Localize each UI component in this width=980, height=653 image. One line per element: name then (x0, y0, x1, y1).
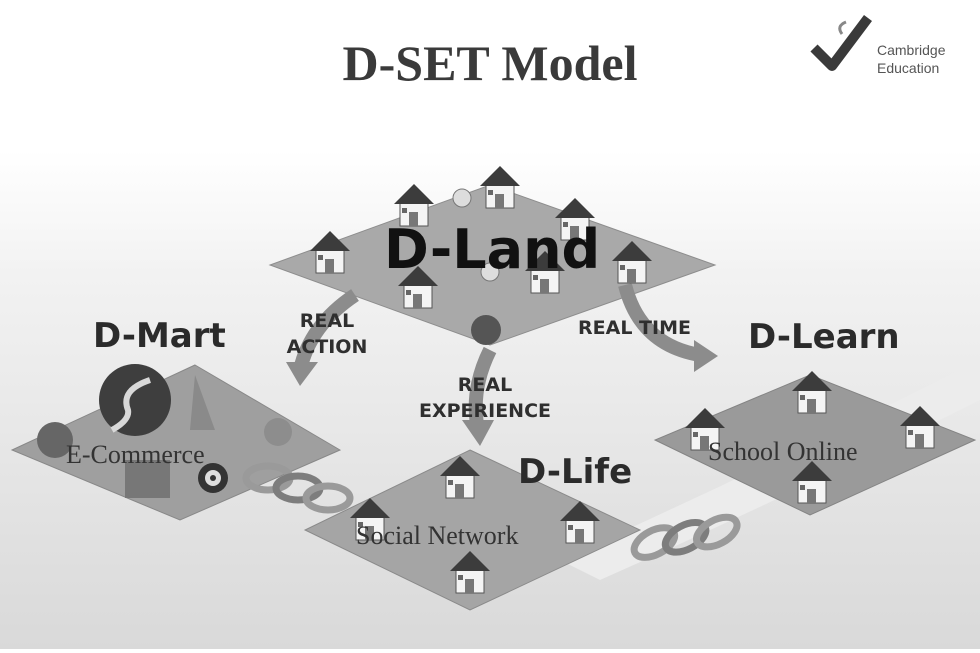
logo-line1: Cambridge (877, 42, 946, 58)
logo-line2: Education (877, 60, 940, 76)
dlearn-label: D-Learn (748, 317, 900, 357)
dlife-caption: Social Network (356, 521, 519, 550)
page-title: D-SET Model (342, 35, 638, 91)
tree-icon (452, 188, 472, 208)
dland-label: D-Land (384, 218, 601, 281)
dmart-plate (10, 364, 342, 521)
real-experience-line1: REAL (457, 374, 513, 396)
real-time-label: REAL TIME (578, 317, 691, 339)
dmart-caption: E-Commerce (66, 440, 205, 469)
real-experience-line2: EXPERIENCE (418, 400, 552, 422)
flash-logo-icon (99, 364, 171, 436)
dlife-label: D-Life (518, 452, 633, 492)
cambridge-education-logo: Cambridge Education (806, 12, 976, 82)
dlife-plate (303, 449, 642, 611)
character-icon (264, 418, 292, 446)
dmart-label: D-Mart (93, 316, 226, 356)
checkmark-logo-icon (810, 15, 872, 71)
trophy-icon (190, 375, 215, 430)
tree-icon (480, 262, 500, 282)
dlearn-caption: School Online (708, 437, 858, 466)
real-experience-label: REAL EXPERIENCE (405, 372, 565, 424)
real-action-arrow (293, 289, 359, 372)
real-time-arrow (618, 283, 702, 362)
real-action-label: REAL ACTION (277, 308, 377, 360)
cube-icon (125, 460, 170, 498)
real-action-line1: REAL (299, 310, 355, 332)
gear-icon (471, 315, 501, 345)
ie-logo-icon (37, 422, 73, 458)
real-action-line2: ACTION (286, 336, 368, 358)
